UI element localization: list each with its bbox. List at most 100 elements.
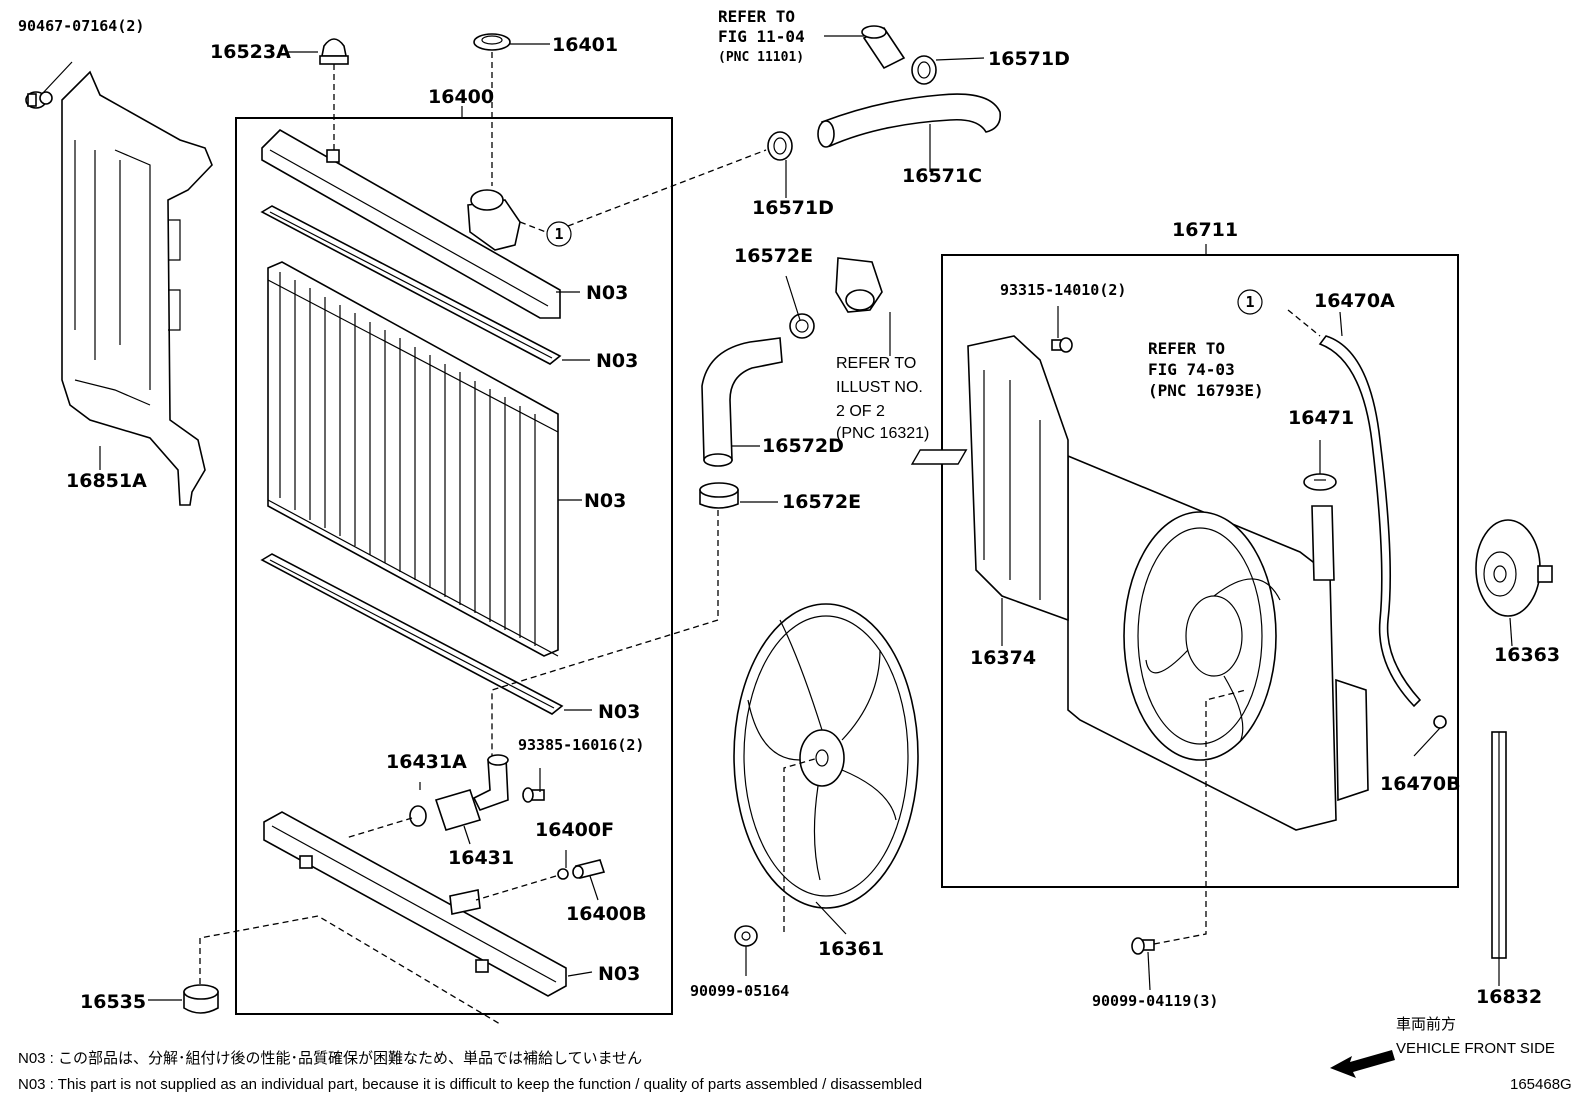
part-label-90099-05164: 90099-05164	[690, 982, 789, 1000]
outlet-pipe-16431-part	[434, 754, 509, 831]
circle-marker-1-text: 1	[554, 225, 563, 243]
lower-gasket-part	[260, 553, 564, 715]
part-label-93315-14010: 93315-14010(2)	[1000, 281, 1126, 299]
radiator-assembly-box	[235, 117, 673, 1015]
footer-note-japanese: N03 : この部品は、分解･組付け後の性能･品質確保が困難なため、単品では補給…	[18, 1049, 642, 1067]
ref-illust-line1: REFER TO	[836, 355, 916, 372]
part-label-16572D: 16572D	[762, 435, 844, 457]
cushion-16535-part	[183, 984, 219, 1014]
clamp-16572E-bot-part	[699, 482, 739, 509]
circle-marker-1	[1237, 289, 1263, 315]
bolt-93385-part	[522, 787, 545, 803]
part-label-16571D-mid: 16571D	[752, 197, 834, 219]
baffle-16374-part	[967, 335, 1069, 622]
part-label-90099-04119: 90099-04119(3)	[1092, 992, 1218, 1010]
ref-fig-74-03-line1: REFER TO	[1148, 339, 1225, 358]
o-ring-16400F-part	[557, 868, 569, 880]
shroud-16711-part	[1067, 454, 1369, 831]
part-label-16363: 16363	[1494, 644, 1560, 666]
fan-shroud-assembly-box	[941, 254, 1459, 888]
part-label-16470B: 16470B	[1380, 773, 1461, 795]
part-label-16572E-top: 16572E	[734, 245, 813, 267]
part-label-16572E-bot: 16572E	[782, 491, 861, 513]
bolt-90467-part	[25, 91, 53, 109]
hose-16572D-part	[701, 337, 783, 467]
part-label-16832: 16832	[1476, 986, 1542, 1008]
dashed-connector	[199, 915, 501, 1025]
part-label-16400: 16400	[428, 86, 494, 108]
part-label-16523A: 16523A	[210, 41, 291, 63]
ref-illust-line3: 2 OF 2	[836, 403, 885, 420]
ref-illust-line4: (PNC 16321)	[836, 425, 929, 442]
part-label-n03-lower-gasket: N03	[598, 701, 640, 723]
part-label-93385-16016: 93385-16016(2)	[518, 736, 644, 754]
water-outlet-16321-part	[835, 257, 883, 313]
vehicle-front-label-en: VEHICLE FRONT SIDE	[1396, 1040, 1555, 1057]
clamp-16571D-mid-part	[767, 131, 793, 161]
plug-16523A-part	[319, 38, 349, 65]
part-label-16851A: 16851A	[66, 470, 147, 492]
ref-fig-11-04-line2: FIG 11-04	[718, 27, 805, 46]
part-label-16374: 16374	[970, 647, 1036, 669]
o-ring-16431A-part	[409, 805, 427, 827]
dashed-connector	[1287, 309, 1321, 337]
part-label-16571C: 16571C	[902, 165, 982, 187]
illustration-number: 165468G	[1510, 1076, 1572, 1093]
dashed-connector	[491, 510, 719, 756]
lower-tank-part	[263, 811, 567, 997]
radiator-cap-16401-part	[473, 33, 511, 51]
ref-illust-line2: ILLUST NO.	[836, 379, 923, 396]
dashed-connector	[519, 221, 547, 233]
overflow-hose-16470A-part	[1318, 335, 1422, 708]
ref-fig-74-03-line3: (PNC 16793E)	[1148, 381, 1264, 400]
part-label-16431A: 16431A	[386, 751, 467, 773]
part-label-16401: 16401	[552, 34, 618, 56]
ref-fig-11-04-line3: (PNC 11101)	[718, 50, 804, 65]
reservoir-cap-16471-part	[1303, 473, 1337, 491]
clamp-16571D-top-part	[911, 55, 937, 85]
drain-plug-16400B-part	[572, 859, 606, 879]
upper-gasket-part	[260, 205, 562, 365]
part-label-n03-upper-gasket: N03	[596, 350, 638, 372]
ref-fig-74-03-line2: FIG 74-03	[1148, 360, 1235, 379]
part-label-16361: 16361	[818, 938, 884, 960]
part-label-16400F: 16400F	[535, 819, 614, 841]
hose-16571C-part	[817, 93, 1002, 148]
hose-11101-part	[861, 25, 906, 70]
part-label-16535: 16535	[80, 991, 146, 1013]
part-label-n03-lower-tank: N03	[598, 963, 640, 985]
fan-16361-part	[733, 603, 919, 909]
part-label-16400B: 16400B	[566, 903, 647, 925]
part-label-16471: 16471	[1288, 407, 1354, 429]
upper-tank-part	[261, 129, 561, 319]
nut-90099-05164-part	[734, 925, 758, 947]
clamp-16572E-top-part	[789, 313, 815, 339]
vehicle-front-label-jp: 車両前方	[1396, 1016, 1456, 1033]
dashed-connector	[567, 149, 767, 227]
ref-fig-11-04-line1: REFER TO	[718, 7, 795, 26]
dashed-connector	[783, 757, 819, 932]
dashed-connector	[475, 875, 557, 901]
circle-marker-1	[546, 221, 572, 247]
part-label-16571D-top: 16571D	[988, 48, 1070, 70]
part-label-90467-07164: 90467-07164(2)	[18, 17, 144, 35]
side-deflector-part	[61, 70, 213, 506]
part-label-n03-core: N03	[584, 490, 626, 512]
footer-note-english: N03 : This part is not supplied as an in…	[18, 1076, 922, 1093]
circle-marker-1-text: 1	[1245, 293, 1254, 311]
fan-motor-16363-part	[1475, 519, 1553, 617]
part-label-16711: 16711	[1172, 219, 1238, 241]
leader-lines	[41, 35, 1513, 1001]
bolt-90099-04119-part	[1131, 937, 1155, 955]
part-label-n03-upper-tank: N03	[586, 282, 628, 304]
bolt-93315-part	[1051, 337, 1073, 353]
seal-16832-part	[1491, 731, 1507, 959]
dashed-connector	[345, 817, 413, 839]
clip-16470B-part	[1433, 715, 1447, 729]
part-label-16470A: 16470A	[1314, 290, 1395, 312]
part-label-16431: 16431	[448, 847, 514, 869]
radiator-core-part	[267, 261, 559, 657]
label-16793E-part	[910, 449, 968, 465]
vehicle-front-arrow-icon	[1330, 1050, 1395, 1078]
